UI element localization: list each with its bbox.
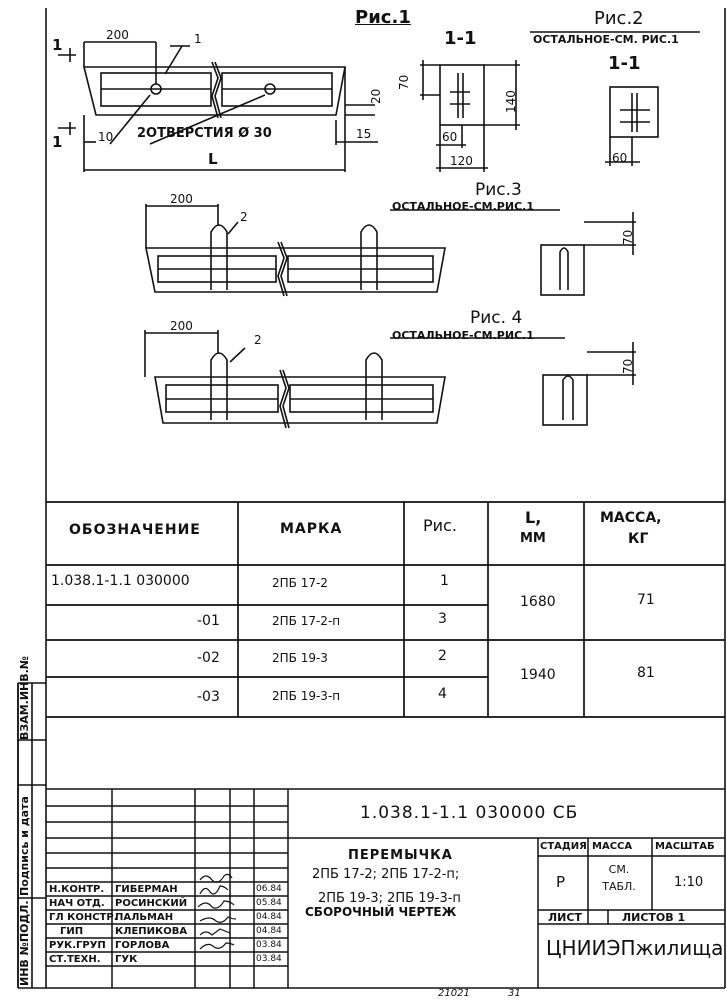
fig1-dim-15: 15	[356, 127, 372, 141]
side-sign-date: Подпись и дата	[18, 796, 31, 896]
product-marks-line1: 2ПБ 17-2; 2ПБ 17-2-п;	[312, 867, 460, 882]
fig4-marker: 2	[254, 333, 262, 347]
person-role-5: РУК.ГРУП	[49, 940, 106, 951]
person-date-6: 03.84	[256, 954, 282, 964]
table-row-1-mark: 2ПБ 17-2	[272, 576, 328, 590]
fig4-beam	[144, 330, 636, 429]
fig3-title: Рис.3	[475, 180, 522, 200]
fig1-dim-10: 10	[98, 130, 114, 144]
fig3-beam	[145, 204, 636, 297]
person-date-5: 03.84	[256, 940, 282, 950]
fig1-beam	[58, 41, 378, 172]
footer-number: 21021	[438, 988, 470, 999]
sheet-label: ЛИСТ	[548, 911, 582, 924]
fig1-dim-70: 70	[397, 74, 411, 90]
product-marks-line2: 2ПБ 19-3; 2ПБ 19-3-п	[318, 891, 461, 906]
fig1-dim-200: 200	[106, 28, 129, 42]
signatures	[197, 873, 237, 950]
spec-table-grid	[46, 501, 725, 718]
fig2-subtitle: ОСТАЛЬНОЕ-СМ. РИС.1	[533, 33, 679, 46]
table-header-length-unit: ММ	[520, 531, 546, 546]
table-group-2-mass: 81	[637, 665, 655, 681]
table-header-length: L,	[525, 508, 542, 527]
fig1-section-mark-bottom: 1	[52, 133, 63, 151]
fig1-title: Рис.1	[355, 7, 411, 28]
fig2-title: Рис.2	[594, 8, 644, 29]
fig1-section	[420, 60, 520, 172]
fig4-dim-70: 70	[621, 358, 635, 374]
person-date-1: 06.84	[256, 884, 282, 894]
fig1-dim-60: 60	[442, 130, 458, 144]
fig1-dim-L: L	[208, 150, 218, 168]
table-group-1-length: 1680	[520, 594, 556, 610]
fig1-holes-note: 2ОТВЕРСТИЯ Ø 30	[137, 126, 272, 141]
table-row-1-fig: 1	[440, 573, 449, 589]
fig2-section-title: 1-1	[608, 53, 641, 74]
table-row-2-mark: 2ПБ 17-2-п	[272, 614, 341, 628]
fig2-dim-60: 60	[612, 151, 628, 165]
title-block-grid	[46, 788, 725, 988]
fig1-dim-140: 140	[504, 90, 518, 113]
scale-value: 1:10	[674, 875, 704, 890]
table-row-2-designation: -01	[197, 613, 220, 629]
person-role-4: ГИП	[60, 926, 84, 937]
table-row-1-designation: 1.038.1-1.1 030000	[51, 573, 190, 589]
fig1-dim-20: 20	[369, 88, 383, 104]
table-header-mass-unit: КГ	[628, 531, 649, 547]
table-header-fig: Рис.	[423, 516, 457, 535]
fig3-dim-70: 70	[621, 229, 635, 245]
side-inv-vzam: ВЗАМ.ИНВ.№	[18, 655, 31, 740]
person-date-4: 04.84	[256, 926, 282, 936]
stage-value: Р	[556, 873, 566, 891]
doc-type: СБОРОЧНЫЙ ЧЕРТЕЖ	[305, 905, 457, 919]
fig1-marker-1: 1	[194, 32, 202, 46]
footer-page: 31	[508, 988, 521, 999]
person-date-3: 04.84	[256, 912, 282, 922]
table-row-2-fig: 3	[438, 611, 447, 627]
mass-header: МАССА	[592, 841, 633, 852]
scale-header: МАСШТАБ	[655, 841, 715, 852]
doc-code: 1.038.1-1.1 030000 СБ	[360, 803, 579, 823]
table-group-2-length: 1940	[520, 667, 556, 683]
person-role-3: ГЛ КОНСТР.	[49, 912, 118, 923]
fig2-section	[530, 31, 700, 166]
person-name-4: КЛЕПИКОВА	[115, 926, 188, 937]
fig4-dim-200: 200	[170, 319, 193, 333]
table-header-mass: МАССА,	[600, 510, 662, 526]
table-header-designation: ОБОЗНАЧЕНИЕ	[69, 522, 201, 538]
person-name-2: РОСИНСКИЙ	[115, 898, 188, 909]
person-name-6: ГУК	[115, 954, 138, 965]
mass-value: СМ. ТАБЛ.	[602, 863, 636, 893]
sheets-label: ЛИСТОВ 1	[622, 911, 686, 924]
table-row-3-designation: -02	[197, 650, 220, 666]
fig4-subtitle: ОСТАЛЬНОЕ-СМ.РИС.1	[392, 329, 534, 342]
person-role-2: НАЧ ОТД.	[49, 898, 105, 909]
fig1-section-mark-top: 1	[52, 36, 63, 54]
product-name: ПЕРЕМЫЧКА	[348, 848, 453, 863]
table-row-3-mark: 2ПБ 19-3	[272, 651, 328, 665]
table-header-mark: МАРКА	[280, 521, 343, 537]
table-row-4-designation: -03	[197, 689, 220, 705]
fig3-dim-200: 200	[170, 192, 193, 206]
fig3-marker: 2	[240, 210, 248, 224]
table-row-3-fig: 2	[438, 648, 447, 664]
table-row-4-fig: 4	[438, 686, 447, 702]
person-role-1: Н.КОНТР.	[49, 884, 105, 895]
person-name-5: ГОРЛОВА	[115, 940, 170, 951]
person-role-6: СТ.ТЕХН.	[49, 954, 101, 965]
person-name-3: ПАЛЬМАН	[115, 912, 174, 923]
table-group-1-mass: 71	[637, 592, 655, 608]
organization: ЦНИИЭПжилища	[546, 936, 724, 960]
person-date-2: 05.84	[256, 898, 282, 908]
person-name-1: ГИБЕРМАН	[115, 884, 178, 895]
side-inv-podl: ИНВ №ПОДЛ.	[18, 900, 31, 986]
stage-header: СТАДИЯ	[540, 841, 587, 852]
fig1-dim-120: 120	[450, 154, 473, 168]
fig3-subtitle: ОСТАЛЬНОЕ-СМ.РИС.1	[392, 200, 534, 213]
fig1-section-title: 1-1	[444, 28, 477, 49]
table-row-4-mark: 2ПБ 19-3-п	[272, 689, 341, 703]
fig4-title: Рис. 4	[470, 308, 523, 328]
